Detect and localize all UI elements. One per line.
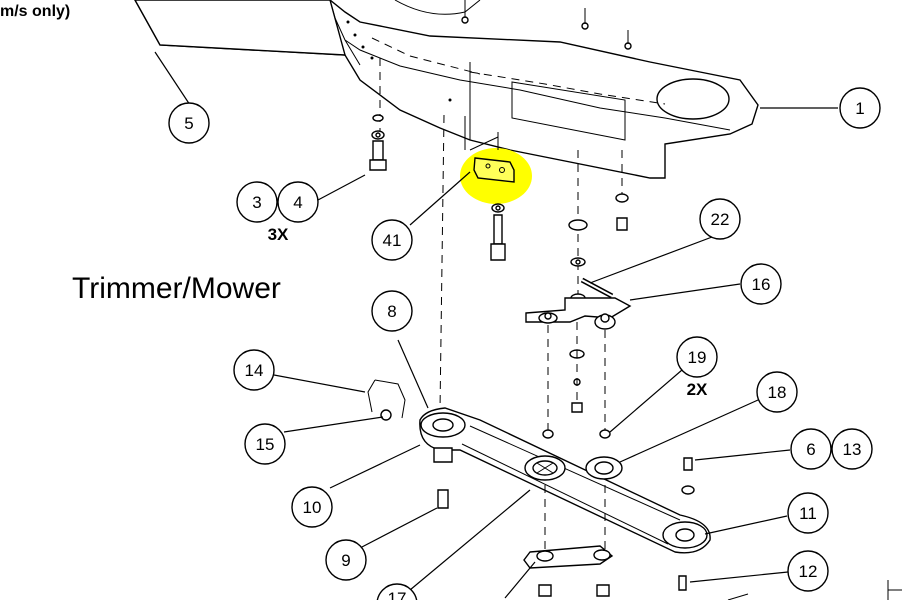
- svg-text:4: 4: [293, 193, 302, 212]
- svg-text:22: 22: [711, 210, 730, 229]
- callout-16: 16: [740, 263, 782, 305]
- svg-text:5: 5: [184, 114, 193, 133]
- callout-12: 12: [787, 550, 829, 592]
- belt-arm-assembly: [419, 114, 711, 554]
- header-note: m/s only): [0, 3, 70, 20]
- callout-10: 10: [291, 486, 333, 528]
- svg-text:12: 12: [799, 562, 818, 581]
- callout-9: 9: [325, 539, 367, 581]
- svg-text:1: 1: [855, 99, 864, 118]
- svg-text:17: 17: [388, 589, 407, 600]
- highlight-mark: [460, 148, 532, 204]
- svg-text:8: 8: [387, 302, 396, 321]
- callout-18: 18: [756, 371, 798, 413]
- flap-panel: [134, 0, 346, 56]
- callout-8: 8: [371, 290, 413, 332]
- svg-text:41: 41: [383, 231, 402, 250]
- multiplier-2x: 2X: [687, 380, 708, 399]
- callout-4: 4: [277, 181, 319, 223]
- callout-19: 19: [676, 336, 718, 378]
- svg-text:6: 6: [806, 440, 815, 459]
- callout-14: 14: [233, 349, 275, 391]
- section-label: Trimmer/Mower: [72, 272, 281, 305]
- callout-15: 15: [244, 423, 286, 465]
- callout-22: 22: [699, 198, 741, 240]
- svg-text:16: 16: [752, 275, 771, 294]
- bracket-16: [525, 297, 632, 439]
- bracket-41-highlighted: [460, 116, 532, 261]
- callout-13: 13: [831, 428, 873, 470]
- svg-text:19: 19: [688, 348, 707, 367]
- svg-text:10: 10: [303, 498, 322, 517]
- bolt-stack-left: [369, 58, 387, 171]
- callout-11: 11: [787, 492, 829, 534]
- leader-lines: [154, 51, 838, 599]
- callout-41: 41: [371, 219, 413, 261]
- svg-text:18: 18: [768, 383, 787, 402]
- callout-1: 1: [839, 87, 881, 129]
- multiplier-3x: 3X: [268, 225, 289, 244]
- callout-6: 6: [790, 428, 832, 470]
- lower-plate-17: [523, 545, 614, 597]
- misc-hardware: [367, 379, 902, 600]
- svg-text:14: 14: [245, 361, 264, 380]
- callout-3: 3: [236, 181, 278, 223]
- callout-17: 17: [376, 583, 418, 600]
- svg-text:11: 11: [799, 504, 817, 523]
- svg-text:3: 3: [252, 193, 261, 212]
- svg-text:15: 15: [256, 435, 275, 454]
- svg-text:9: 9: [341, 551, 350, 570]
- svg-text:13: 13: [843, 440, 862, 459]
- callout-5: 5: [168, 102, 210, 144]
